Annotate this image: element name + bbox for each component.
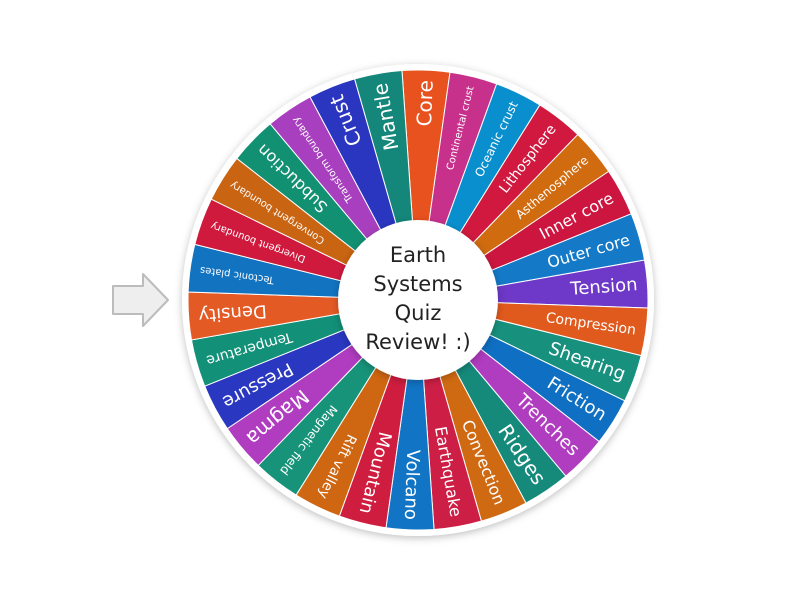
wheel-segment-label: Core [412,80,438,127]
wheel-segment-label: Volcano [400,449,423,520]
wheel-segment-label: Tension [569,274,639,300]
wheel-center-hub[interactable] [338,220,498,380]
wheel-segment-label: Density [197,300,267,326]
arrow-right-icon [112,273,169,327]
